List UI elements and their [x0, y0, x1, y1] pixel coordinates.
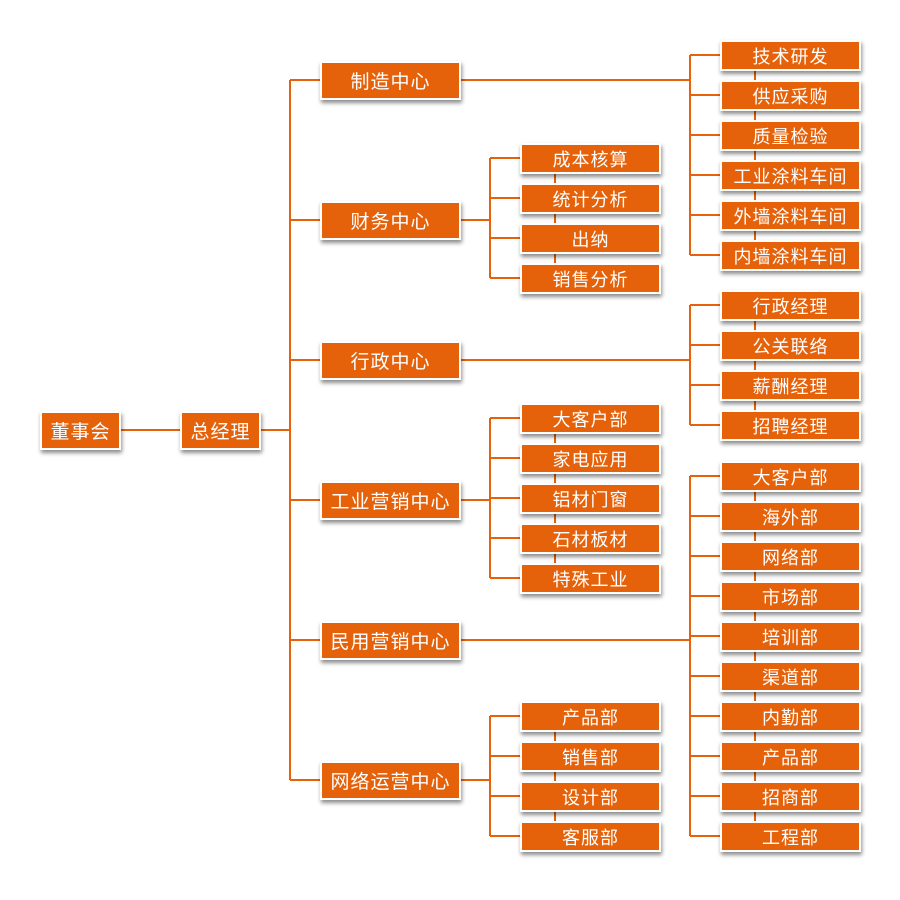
department-node[interactable]: 设计部: [520, 781, 661, 812]
center-node[interactable]: 制造中心: [320, 61, 461, 100]
department-node[interactable]: 外墙涂料车间: [720, 200, 861, 231]
department-node[interactable]: 薪酬经理: [720, 370, 861, 401]
department-node[interactable]: 渠道部: [720, 661, 861, 692]
department-node[interactable]: 家电应用: [520, 443, 661, 474]
department-node[interactable]: 网络部: [720, 541, 861, 572]
department-node[interactable]: 培训部: [720, 621, 861, 652]
department-node[interactable]: 市场部: [720, 581, 861, 612]
department-node[interactable]: 行政经理: [720, 290, 861, 321]
department-node[interactable]: 铝材门窗: [520, 483, 661, 514]
department-node[interactable]: 技术研发: [720, 40, 861, 71]
department-node[interactable]: 成本核算: [520, 143, 661, 174]
department-node[interactable]: 大客户部: [520, 403, 661, 434]
center-node[interactable]: 行政中心: [320, 341, 461, 380]
department-node[interactable]: 统计分析: [520, 183, 661, 214]
node-general-manager[interactable]: 总经理: [180, 411, 261, 450]
department-node[interactable]: 招聘经理: [720, 410, 861, 441]
department-node[interactable]: 出纳: [520, 223, 661, 254]
department-node[interactable]: 销售部: [520, 741, 661, 772]
department-node[interactable]: 工业涂料车间: [720, 160, 861, 191]
department-node[interactable]: 大客户部: [720, 461, 861, 492]
department-node[interactable]: 海外部: [720, 501, 861, 532]
department-node[interactable]: 供应采购: [720, 80, 861, 111]
department-node[interactable]: 特殊工业: [520, 563, 661, 594]
center-node[interactable]: 民用营销中心: [320, 621, 461, 660]
department-node[interactable]: 石材板材: [520, 523, 661, 554]
department-node[interactable]: 公关联络: [720, 330, 861, 361]
department-node[interactable]: 内勤部: [720, 701, 861, 732]
department-node[interactable]: 产品部: [520, 701, 661, 732]
department-node[interactable]: 内墙涂料车间: [720, 240, 861, 271]
center-node[interactable]: 工业营销中心: [320, 481, 461, 520]
department-node[interactable]: 工程部: [720, 821, 861, 852]
department-node[interactable]: 产品部: [720, 741, 861, 772]
center-node[interactable]: 网络运营中心: [320, 761, 461, 800]
node-board[interactable]: 董事会: [40, 411, 121, 450]
department-node[interactable]: 销售分析: [520, 263, 661, 294]
department-node[interactable]: 客服部: [520, 821, 661, 852]
department-node[interactable]: 质量检验: [720, 120, 861, 151]
department-node[interactable]: 招商部: [720, 781, 861, 812]
center-node[interactable]: 财务中心: [320, 201, 461, 240]
